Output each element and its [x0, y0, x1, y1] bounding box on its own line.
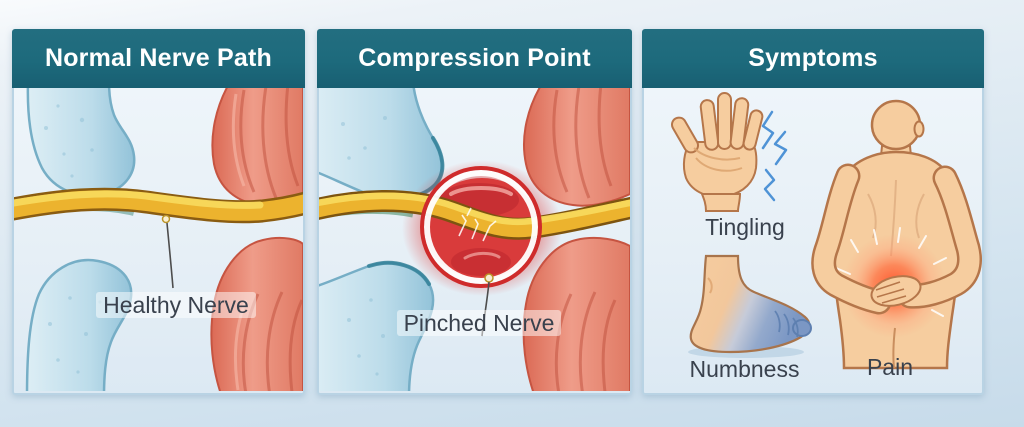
panel-symptoms: Symptoms — [642, 29, 984, 395]
toe-lines — [774, 310, 799, 338]
symptom-label-pain: Pain — [866, 354, 914, 380]
bone-texture-dots — [44, 104, 102, 374]
nerve-stress-cracks — [458, 207, 497, 242]
healthy-nerve-illustration — [14, 88, 303, 391]
leader-line — [161, 214, 174, 289]
bone-joint-icon — [319, 88, 445, 391]
panel-title: Compression Point — [358, 44, 591, 72]
muscle-striations — [552, 88, 617, 391]
panel-body-compression: Pinched Nerve — [317, 88, 632, 395]
panel-header: Compression Point — [317, 29, 632, 88]
panel-normal-nerve-path: Normal Nerve Path — [12, 29, 305, 395]
hand-tingling-icon — [671, 92, 764, 212]
panel-body-normal: Healthy Nerve — [12, 88, 305, 395]
bone-texture-dots — [341, 116, 387, 376]
hand-on-back — [870, 275, 922, 307]
panel-header: Normal Nerve Path — [12, 29, 305, 88]
compressed-nerve-icon — [319, 190, 630, 242]
figure-center-line — [892, 327, 896, 369]
compression-highlight-circle-icon — [420, 166, 542, 288]
pinched-nerve-annotation: Pinched Nerve — [374, 310, 584, 337]
muscle-striations — [239, 88, 303, 391]
healthy-nerve-annotation: Healthy Nerve — [56, 292, 296, 319]
numb-foot-icon — [688, 254, 812, 358]
symptom-label-tingling: Tingling — [705, 214, 785, 240]
panel-title: Symptoms — [748, 44, 878, 72]
back-pain-figure-icon — [811, 99, 982, 370]
symptoms-illustration — [671, 92, 982, 370]
tingling-spark-lines-icon — [761, 110, 788, 202]
panel-body-symptoms: Tingling Numbness Pain — [642, 88, 984, 395]
panel-title: Normal Nerve Path — [44, 44, 273, 72]
panel-header: Symptoms — [642, 29, 984, 88]
pinched-nerve-illustration — [319, 88, 630, 391]
muscle-icon — [210, 88, 303, 391]
palm-creases — [693, 147, 743, 172]
healthy-nerve-icon — [14, 187, 303, 224]
muscle-icon — [522, 88, 630, 391]
symptom-label-numbness: Numbness — [689, 356, 800, 382]
panel-compression-point: Compression Point — [317, 29, 632, 395]
bone-joint-icon — [25, 88, 136, 391]
